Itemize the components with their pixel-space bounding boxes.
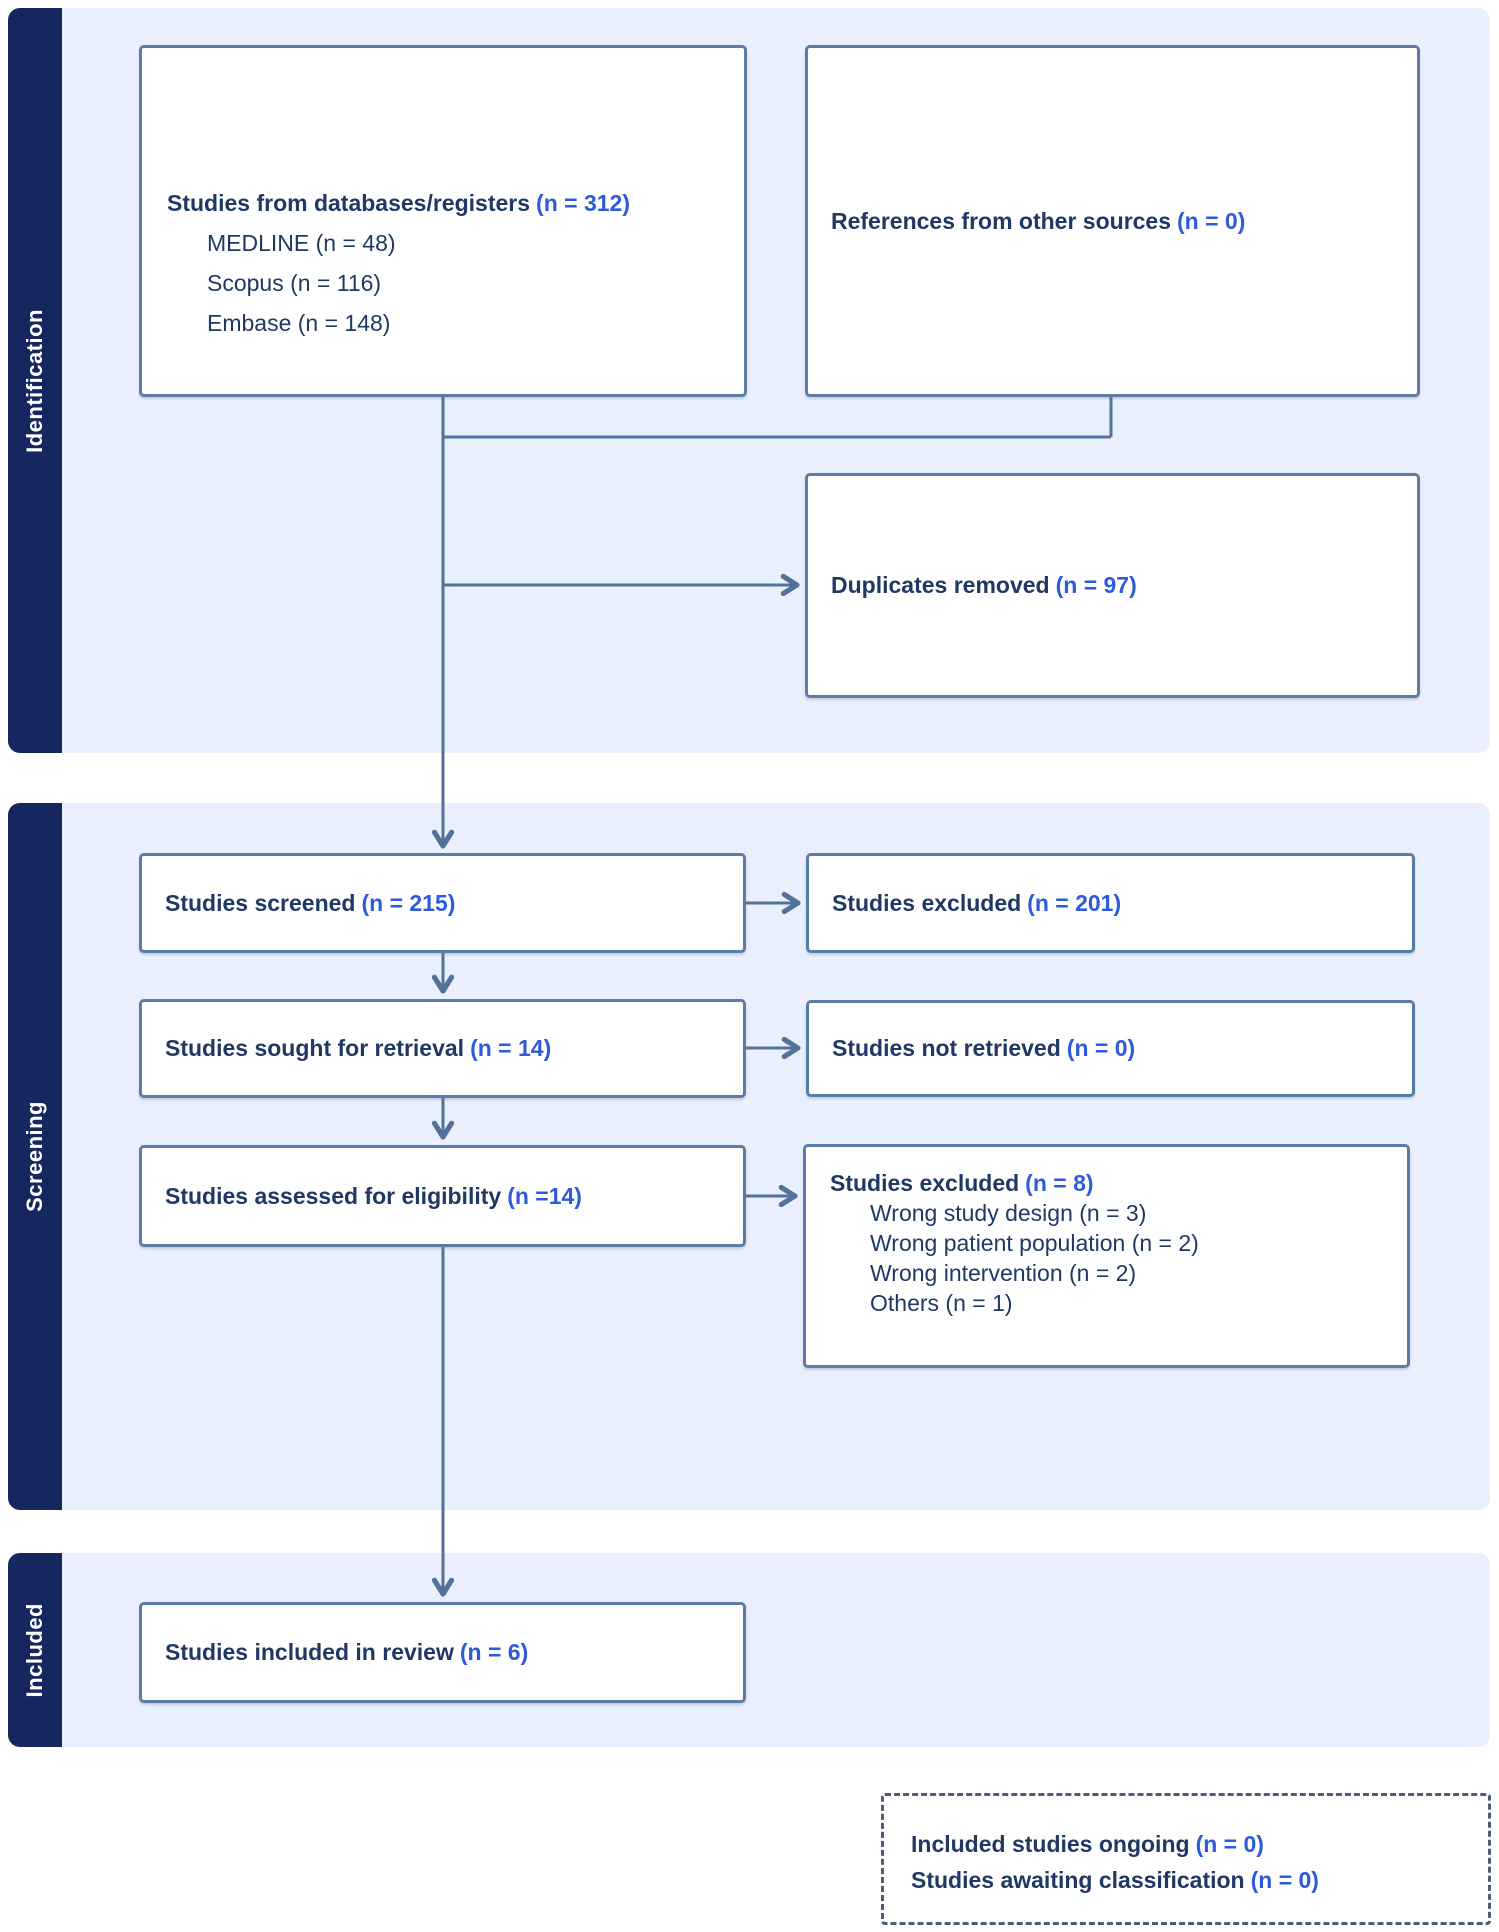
box-ongoing-awaiting: Included studies ongoing(n = 0) Studies … <box>881 1793 1491 1925</box>
box-studies-excluded-screening-label: Studies excluded <box>832 889 1022 916</box>
exclusion-reason-others: Others (n = 1) <box>870 1290 1013 1316</box>
included-sidebar: Included <box>8 1553 62 1747</box>
awaiting-classification-count: (n = 0) <box>1250 1867 1319 1893</box>
database-item-medline: MEDLINE (n = 48) <box>207 230 396 256</box>
box-duplicates-removed: Duplicates removed(n = 97) <box>805 473 1420 698</box>
awaiting-classification-label: Studies awaiting classification <box>911 1867 1245 1893</box>
box-studies-screened-count: (n = 215) <box>361 889 456 916</box>
box-studies-excluded-eligibility-label: Studies excluded <box>830 1170 1020 1196</box>
box-studies-assessed-eligibility-count: (n =14) <box>507 1182 582 1209</box>
identification-sidebar: Identification <box>8 8 62 753</box>
screening-sidebar: Screening <box>8 803 62 1510</box>
box-studies-not-retrieved: Studies not retrieved(n = 0) <box>806 1000 1415 1097</box>
identification-sidebar-label: Identification <box>22 308 47 453</box>
box-studies-screened: Studies screened(n = 215) <box>139 853 746 953</box>
exclusion-reason-patient-population: Wrong patient population (n = 2) <box>870 1230 1199 1256</box>
box-studies-sought-retrieval: Studies sought for retrieval(n = 14) <box>139 999 746 1098</box>
ongoing-label: Included studies ongoing <box>911 1831 1190 1857</box>
box-studies-included-review: Studies included in review(n = 6) <box>139 1602 746 1703</box>
included-sidebar-label: Included <box>22 1602 47 1698</box>
box-studies-assessed-eligibility: Studies assessed for eligibility(n =14) <box>139 1145 746 1247</box>
box-references-other-sources: References from other sources(n = 0) <box>805 45 1420 397</box>
box-studies-from-databases: Studies from databases/registers(n = 312… <box>139 45 747 397</box>
box-studies-excluded-eligibility: Studies excluded(n = 8) Wrong study desi… <box>803 1144 1410 1368</box>
box-studies-from-databases-label: Studies from databases/registers <box>167 190 531 216</box>
database-item-scopus: Scopus (n = 116) <box>207 270 382 296</box>
ongoing-count: (n = 0) <box>1195 1831 1264 1857</box>
box-studies-excluded-screening-count: (n = 201) <box>1027 889 1122 916</box>
box-studies-included-review-label: Studies included in review <box>165 1639 454 1665</box>
box-references-other-sources-label: References from other sources <box>831 207 1172 234</box>
exclusion-reason-study-design: Wrong study design (n = 3) <box>870 1200 1147 1226</box>
box-references-other-sources-count: (n = 0) <box>1177 207 1246 234</box>
box-studies-not-retrieved-count: (n = 0) <box>1066 1035 1136 1061</box>
box-studies-included-review-count: (n = 6) <box>459 1639 529 1665</box>
box-studies-sought-retrieval-label: Studies sought for retrieval <box>165 1035 465 1061</box>
exclusion-reason-intervention: Wrong intervention (n = 2) <box>870 1260 1137 1286</box>
box-studies-assessed-eligibility-label: Studies assessed for eligibility <box>165 1182 502 1209</box>
database-item-embase: Embase (n = 148) <box>207 310 391 336</box>
box-studies-excluded-eligibility-count: (n = 8) <box>1025 1170 1094 1196</box>
box-duplicates-removed-label: Duplicates removed <box>831 572 1050 598</box>
screening-sidebar-label: Screening <box>22 1101 47 1212</box>
box-studies-excluded-screening: Studies excluded(n = 201) <box>806 853 1415 953</box>
box-studies-from-databases-count: (n = 312) <box>536 190 630 216</box>
box-studies-sought-retrieval-count: (n = 14) <box>470 1035 552 1061</box>
box-duplicates-removed-count: (n = 97) <box>1055 572 1137 598</box>
box-studies-not-retrieved-label: Studies not retrieved <box>832 1035 1061 1061</box>
box-studies-screened-label: Studies screened <box>165 889 356 916</box>
